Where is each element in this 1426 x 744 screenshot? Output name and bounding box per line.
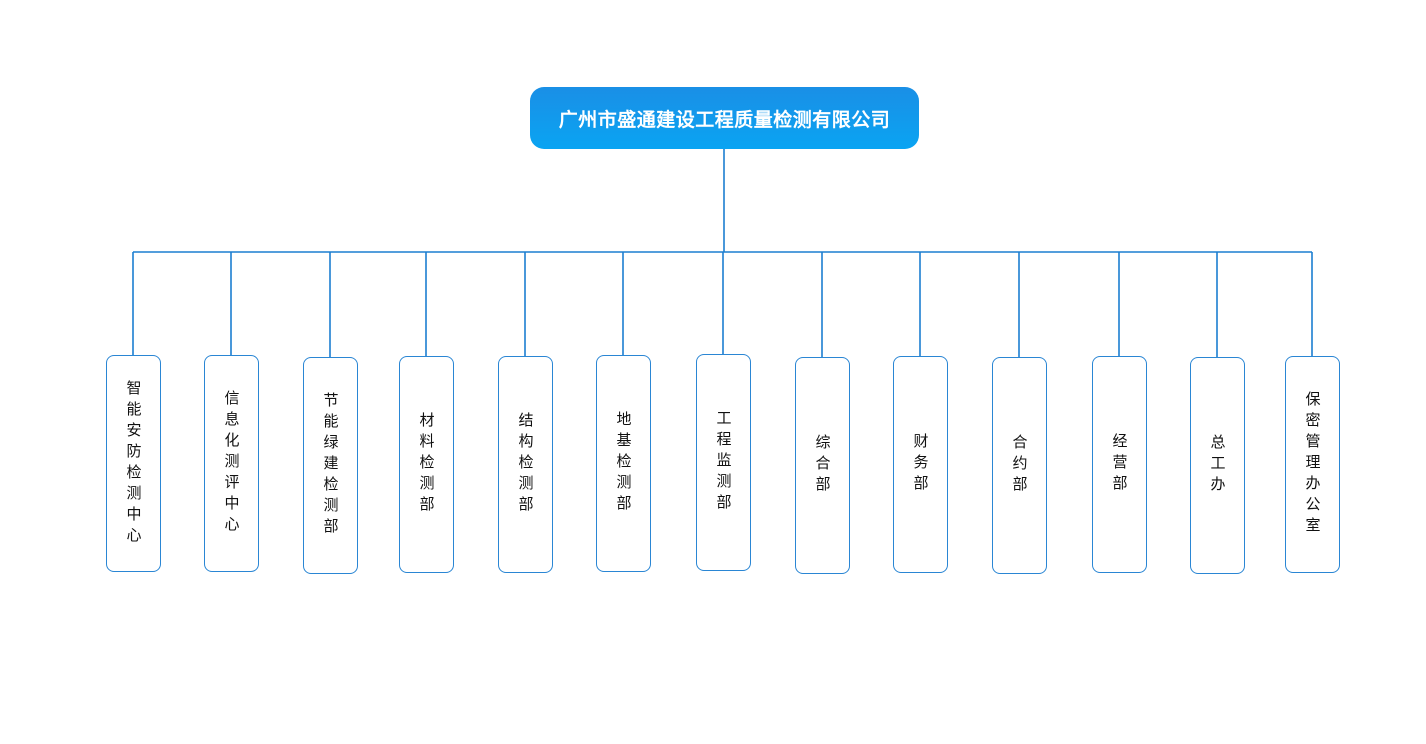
department-label: 节能绿建检测部 <box>321 392 340 539</box>
department-box: 保密管理办公室 <box>1284 356 1340 573</box>
department-label: 结构检测部 <box>516 412 535 517</box>
department-label: 财务部 <box>911 433 930 496</box>
department-box: 节能绿建检测部 <box>302 357 358 574</box>
department-label: 材料检测部 <box>417 412 436 517</box>
department-label: 智能安防检测中心 <box>124 379 143 548</box>
department-box: 总工办 <box>1189 357 1245 574</box>
department-label: 工程监测部 <box>714 410 733 515</box>
department-label: 合约部 <box>1010 434 1029 497</box>
department-box: 材料检测部 <box>398 356 454 573</box>
department-box: 财务部 <box>892 356 948 573</box>
department-label: 地基检测部 <box>614 411 633 516</box>
department-label: 信息化测评中心 <box>222 390 241 537</box>
department-box: 合约部 <box>991 357 1047 574</box>
department-box: 经营部 <box>1091 356 1147 573</box>
department-box: 综合部 <box>794 357 850 574</box>
org-root-label: 广州市盛通建设工程质量检测有限公司 <box>558 108 891 131</box>
org-root-company: 广州市盛通建设工程质量检测有限公司 <box>530 87 919 149</box>
department-label: 总工办 <box>1208 434 1227 497</box>
department-label: 综合部 <box>813 434 832 497</box>
department-box: 信息化测评中心 <box>203 355 259 572</box>
department-box: 智能安防检测中心 <box>105 355 161 572</box>
department-label: 经营部 <box>1110 433 1129 496</box>
department-box: 结构检测部 <box>497 356 553 573</box>
department-box: 地基检测部 <box>595 355 651 572</box>
department-label: 保密管理办公室 <box>1303 391 1322 538</box>
department-box: 工程监测部 <box>695 354 751 571</box>
